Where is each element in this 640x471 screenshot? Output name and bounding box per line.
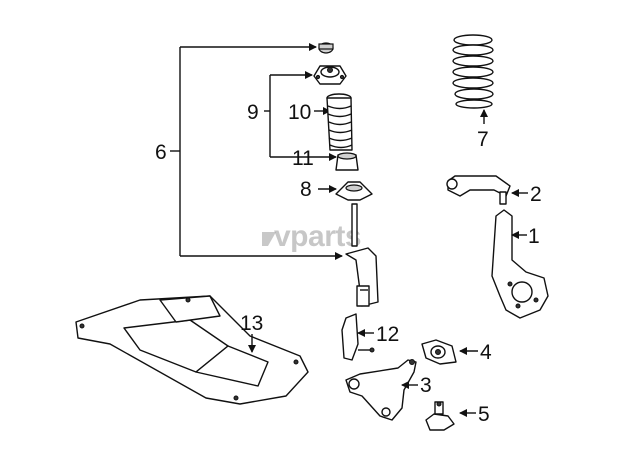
upper-strut-mount[interactable] — [313, 65, 347, 85]
callout-3[interactable]: 3 — [420, 374, 432, 397]
bracket-9 — [264, 71, 337, 161]
callout-10[interactable]: 10 — [288, 101, 311, 124]
callout-6[interactable]: 6 — [155, 141, 167, 164]
front-crossmember[interactable] — [75, 295, 309, 405]
strut-shock-absorber[interactable] — [345, 203, 379, 307]
callout-7[interactable]: 7 — [477, 128, 489, 151]
coil-spring[interactable] — [452, 34, 494, 109]
steering-knuckle[interactable] — [491, 209, 549, 319]
watermark-logo: vparts — [262, 220, 362, 253]
callout-12[interactable]: 12 — [376, 323, 399, 346]
bump-stop[interactable] — [335, 152, 359, 171]
callout-11[interactable]: 11 — [292, 147, 314, 170]
spring-seat[interactable] — [335, 181, 373, 201]
bracket-6 — [170, 43, 343, 260]
watermark-text: vparts — [274, 220, 361, 253]
upper-control-arm[interactable] — [446, 175, 511, 205]
callout-4[interactable]: 4 — [480, 341, 492, 364]
callout-2[interactable]: 2 — [530, 183, 542, 206]
lower-ball-joint[interactable] — [425, 401, 455, 431]
callout-13[interactable]: 13 — [240, 312, 263, 335]
strut-cap[interactable] — [318, 42, 334, 54]
callout-9[interactable]: 9 — [247, 101, 259, 124]
callout-1[interactable]: 1 — [528, 225, 540, 248]
lower-control-arm[interactable] — [345, 359, 417, 421]
stabilizer-link[interactable] — [341, 313, 375, 361]
callout-8[interactable]: 8 — [300, 178, 312, 201]
control-arm-bushing[interactable] — [421, 339, 457, 365]
dust-boot[interactable] — [326, 93, 353, 151]
callout-5[interactable]: 5 — [478, 403, 490, 426]
